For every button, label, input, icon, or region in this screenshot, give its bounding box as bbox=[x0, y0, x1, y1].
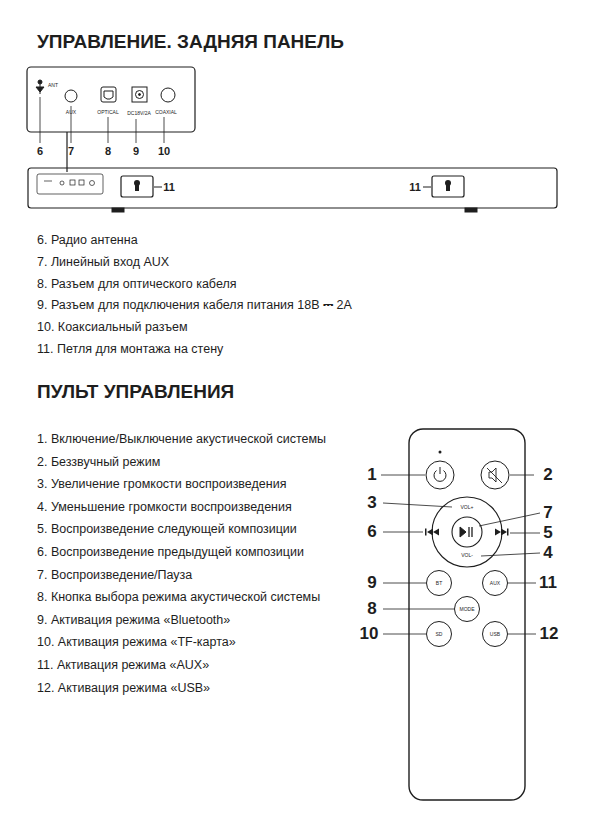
callout-number: 12 bbox=[540, 625, 559, 644]
panel-inset bbox=[27, 67, 195, 132]
callout-number: 11 bbox=[539, 574, 557, 593]
callout-number: 2 bbox=[543, 466, 552, 485]
play-pause-button bbox=[452, 517, 482, 547]
callout-number: 10 bbox=[360, 625, 379, 644]
legend-item: 8. Разъем для оптического кабеля bbox=[37, 278, 236, 292]
legend-item: 3. Увеличение громкости воспроизведения bbox=[37, 478, 286, 492]
callout-number: 6 bbox=[37, 145, 43, 157]
callout-number: 11 bbox=[409, 181, 421, 193]
remote-button: USB bbox=[482, 621, 508, 647]
legend-item: 11. Петля для монтажа на стену bbox=[37, 343, 223, 357]
legend-item: 4. Уменьшение громкости воспроизведения bbox=[37, 501, 292, 515]
callout-number: 6 bbox=[367, 523, 376, 542]
power-button bbox=[426, 461, 454, 489]
callout-number: 11 bbox=[163, 181, 175, 193]
legend-item: 7. Воспроизведение/Пауза bbox=[37, 569, 192, 583]
callout-lines bbox=[381, 475, 540, 634]
optical-jack bbox=[101, 87, 116, 102]
legend-item: 5. Воспроизведение следующей композиции bbox=[37, 524, 297, 538]
callout-number: 1 bbox=[367, 466, 376, 485]
callout-number: 4 bbox=[543, 544, 552, 563]
leader-lines bbox=[40, 97, 164, 143]
antenna-symbol bbox=[36, 80, 44, 94]
dc-jack bbox=[132, 87, 147, 102]
legend-item: 6. Радио антенна bbox=[37, 234, 138, 248]
callout-number: 8 bbox=[367, 600, 376, 619]
section-heading: ПУЛЬТ УПРАВЛЕНИЯ bbox=[37, 382, 234, 403]
callout-number: 8 bbox=[105, 145, 111, 157]
remote-button: AUX bbox=[482, 570, 508, 596]
button-label: MODE bbox=[460, 607, 475, 612]
button-label: USB bbox=[490, 632, 500, 637]
button-label: VOL+ bbox=[461, 505, 474, 511]
callout-number: 9 bbox=[133, 145, 139, 157]
callout-number: 10 bbox=[158, 145, 170, 157]
wall-hanger bbox=[121, 176, 162, 197]
callout-number: 5 bbox=[543, 524, 552, 543]
port-label: ANT bbox=[48, 83, 58, 89]
mute-button bbox=[481, 461, 509, 489]
legend-item: 12. Активация режима «USB» bbox=[37, 682, 210, 696]
legend-item: 2. Беззвучный режим bbox=[37, 456, 160, 470]
nav-ring bbox=[432, 497, 502, 567]
button-label: BT bbox=[436, 581, 442, 586]
callout-number: 7 bbox=[68, 145, 74, 157]
prev-icon bbox=[425, 529, 439, 536]
callout-number: 7 bbox=[543, 504, 552, 523]
port-label: AUX bbox=[66, 110, 76, 116]
aux-jack bbox=[65, 90, 77, 102]
remote-button: SD bbox=[426, 621, 452, 647]
legend-item: 7. Линейный вход AUX bbox=[37, 256, 169, 270]
wall-hanger bbox=[423, 176, 464, 197]
button-label: AUX bbox=[490, 581, 500, 586]
led-dot bbox=[439, 451, 442, 454]
button-label: VOL- bbox=[461, 553, 473, 559]
legend-item: 8. Кнопка выбора режима акустической сис… bbox=[37, 591, 320, 605]
port-label: OPTICAL bbox=[97, 110, 118, 116]
soundbar-rear bbox=[28, 168, 557, 208]
callout-number: 3 bbox=[367, 494, 376, 513]
section-heading: УПРАВЛЕНИЕ. ЗАДНЯЯ ПАНЕЛЬ bbox=[37, 32, 344, 53]
port-label: COAXIAL bbox=[155, 110, 177, 116]
coaxial-jack bbox=[161, 88, 175, 102]
button-label: SD bbox=[436, 632, 443, 637]
mini-panel bbox=[37, 174, 103, 194]
legend-item: 11. Активация режима «AUX» bbox=[37, 659, 209, 673]
inset-pointer bbox=[66, 132, 67, 172]
legend-item: 6. Воспроизведение предыдущей композиции bbox=[37, 546, 304, 560]
legend-item: 9. Разъем для подключения кабеля питания… bbox=[37, 300, 352, 314]
foot bbox=[465, 208, 477, 212]
port-label: DC18V/2A bbox=[127, 111, 151, 117]
remote-button: MODE bbox=[454, 596, 480, 622]
legend-item: 10. Активация режима «TF-карта» bbox=[37, 637, 236, 651]
callout-number: 9 bbox=[367, 574, 376, 593]
foot bbox=[112, 208, 124, 212]
legend-item: 10. Коаксиальный разъем bbox=[37, 321, 188, 335]
remote-button: BT bbox=[426, 570, 452, 596]
next-icon bbox=[495, 529, 509, 536]
legend-item: 1. Включение/Выключение акустической сис… bbox=[37, 433, 326, 447]
legend-item: 9. Активация режима «Bluetooth» bbox=[37, 614, 230, 628]
remote-body bbox=[409, 429, 525, 800]
